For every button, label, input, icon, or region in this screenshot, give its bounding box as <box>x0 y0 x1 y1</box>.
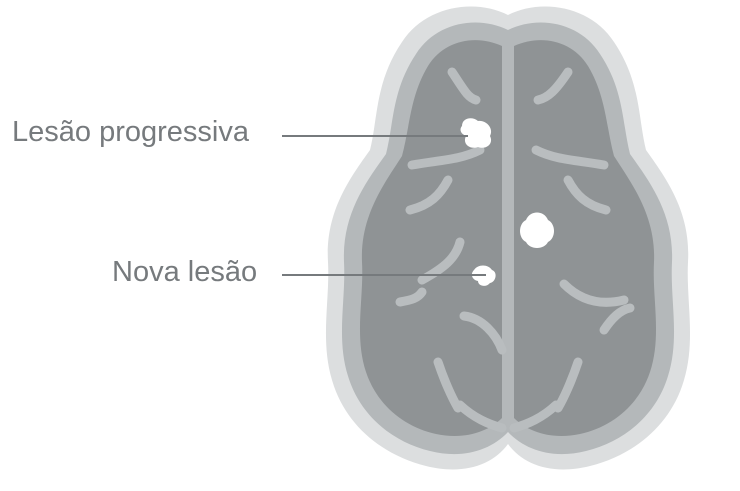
lesion-right <box>520 212 554 248</box>
label-progressive-lesion: Lesão progressiva <box>12 116 249 148</box>
label-new-lesion: Nova lesão <box>112 256 258 288</box>
lesion-progressive <box>460 118 492 148</box>
brain-folds <box>395 67 635 433</box>
right-hemisphere <box>514 40 657 437</box>
